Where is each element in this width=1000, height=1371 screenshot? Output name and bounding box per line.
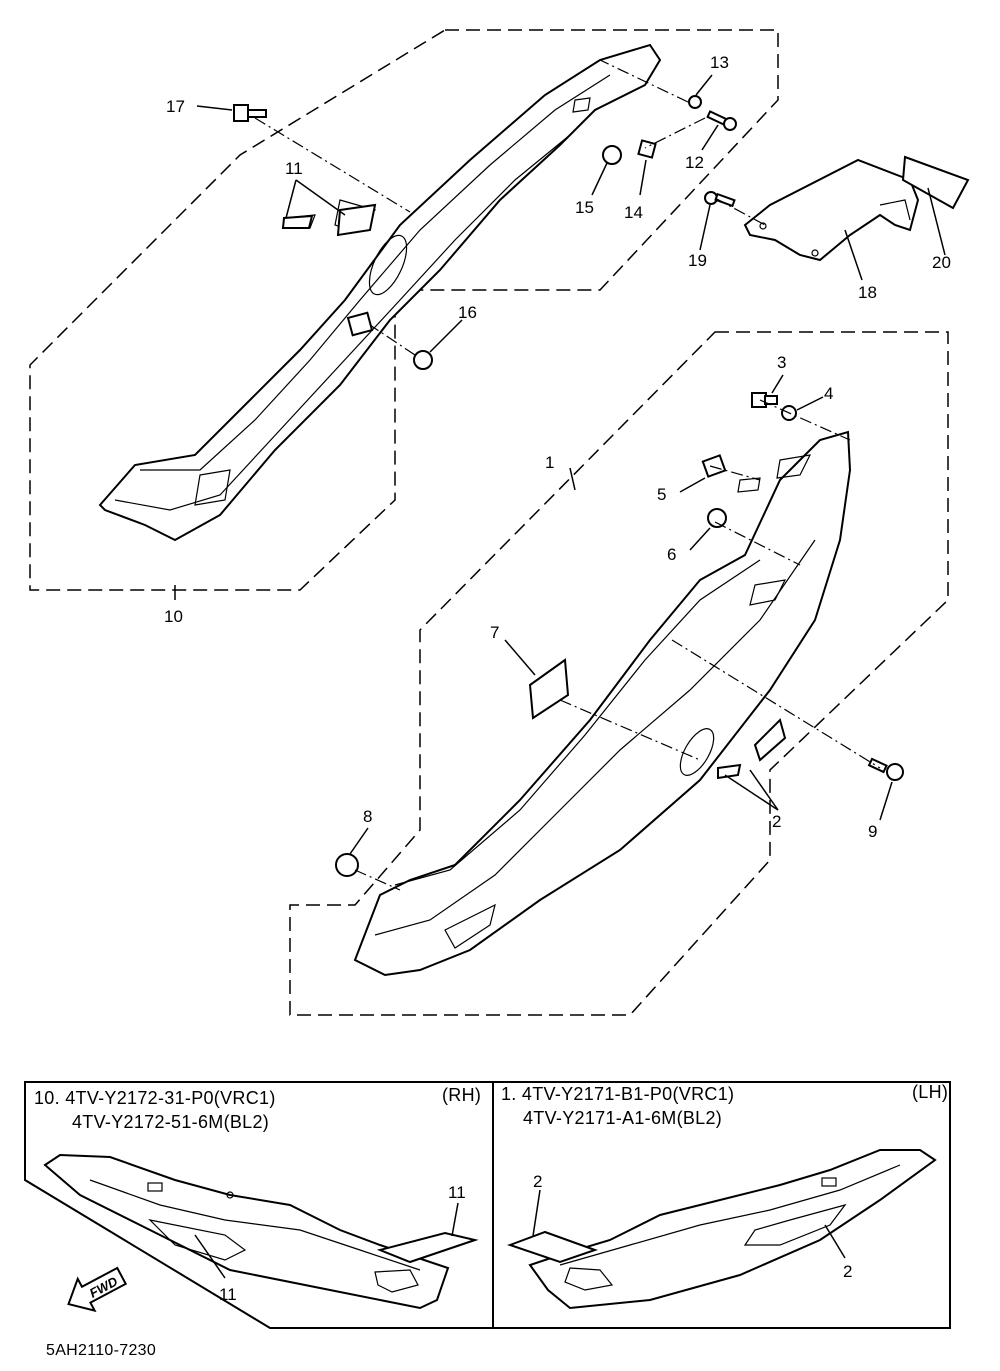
variant-panels xyxy=(24,1081,951,1329)
panel-lh-decal-2 xyxy=(507,1230,599,1264)
callout-5: 5 xyxy=(657,485,666,504)
screw-19 xyxy=(704,191,736,208)
callout-16: 16 xyxy=(458,303,477,322)
decal-7 xyxy=(528,658,570,720)
panel-rh-cover xyxy=(43,1153,450,1310)
callout-12: 12 xyxy=(685,153,704,172)
panel-lh-line1: 1. 4TV-Y2171-B1-P0(VRC1) xyxy=(501,1084,734,1104)
panel-rh-decal-11-a xyxy=(376,1231,479,1264)
callout-3: 3 xyxy=(777,353,786,372)
callout-19: 19 xyxy=(688,251,707,270)
grommet-15 xyxy=(602,145,622,165)
diagram-code: 5AH2110-7230 xyxy=(46,1342,156,1359)
nut-14 xyxy=(637,139,657,159)
callout-15: 15 xyxy=(575,198,594,217)
callout-14: 14 xyxy=(624,203,643,222)
decal-2-b xyxy=(717,763,742,780)
bolt-3 xyxy=(751,392,778,408)
group-boundary-1 xyxy=(289,331,949,1016)
callout-6: 6 xyxy=(667,545,676,564)
callout-4: 4 xyxy=(824,384,833,403)
panel-rh-line1: 10. 4TV-Y2172-31-P0(VRC1) xyxy=(34,1088,276,1108)
panel-lh-side: (LH) xyxy=(912,1082,948,1102)
decal-2-a xyxy=(753,718,787,762)
seat-cowl xyxy=(743,158,920,262)
callout-18: 18 xyxy=(858,283,877,302)
group-boundary-10 xyxy=(29,29,779,591)
callout-11: 11 xyxy=(285,159,303,178)
callout-20: 20 xyxy=(932,253,951,272)
screw-12 xyxy=(706,110,737,131)
side-cover-rh xyxy=(98,43,662,542)
fwd-arrow-icon: FWD xyxy=(67,1266,128,1313)
callout-1: 1 xyxy=(545,453,554,472)
panel-lh-cover xyxy=(528,1149,937,1310)
callout-2: 2 xyxy=(772,812,781,831)
callout-9: 9 xyxy=(868,822,877,841)
panel-rh-callout-11-b: 11 xyxy=(219,1285,237,1304)
panel-lh-callout-2-a: 2 xyxy=(533,1172,542,1191)
decal-20 xyxy=(901,155,970,210)
panel-lh-callout-2-b: 2 xyxy=(843,1262,852,1281)
bolt-17 xyxy=(233,104,267,122)
nut-5 xyxy=(701,454,727,478)
callout-7: 7 xyxy=(490,623,499,642)
decal-11-b xyxy=(281,214,314,229)
grommet-6 xyxy=(707,508,727,528)
leader-lines xyxy=(174,74,946,855)
bolt-9 xyxy=(867,757,904,781)
panel-rh-side: (RH) xyxy=(442,1085,481,1105)
callout-8: 8 xyxy=(363,807,372,826)
callout-13: 13 xyxy=(710,53,729,72)
washer-13 xyxy=(688,95,702,109)
callout-17: 17 xyxy=(166,97,185,116)
grommet-8 xyxy=(335,853,359,877)
decal-11-a xyxy=(336,203,377,237)
panel-lh-line2: 4TV-Y2171-A1-6M(BL2) xyxy=(523,1108,722,1128)
panel-rh-line2: 4TV-Y2172-51-6M(BL2) xyxy=(72,1112,269,1132)
callout-10: 10 xyxy=(164,607,183,626)
nut-16 xyxy=(346,311,433,370)
panel-rh-callout-11-a: 11 xyxy=(448,1183,466,1202)
side-cover-lh xyxy=(353,430,852,977)
